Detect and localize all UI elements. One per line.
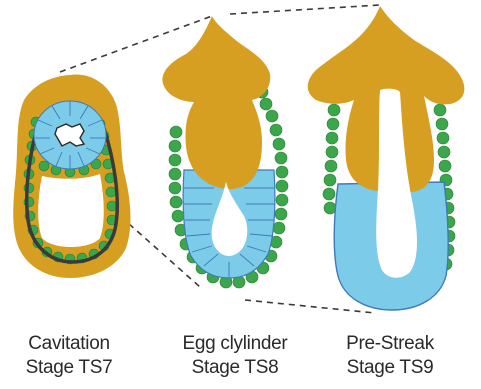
stage-label-ts9: Pre-Streak Stage TS9 — [320, 332, 460, 380]
stage-number-ts8: Stage TS8 — [160, 356, 310, 380]
embryo-ts7 — [13, 74, 130, 278]
stage-name-ts9: Pre-Streak — [320, 332, 460, 356]
stage-label-ts8: Egg clylinder Stage TS8 — [160, 332, 310, 380]
zoom-line-ts8-ts9-top — [230, 5, 380, 14]
stage-name-ts7: Cavitation — [0, 332, 138, 356]
stage-number-ts9: Stage TS9 — [320, 356, 460, 380]
zoom-line-ts8-ts9-bottom — [245, 300, 375, 313]
ts7-proamniotic-cavity — [55, 124, 84, 146]
embryo-ts8 — [162, 16, 288, 288]
embryo-ts9 — [308, 6, 465, 310]
stage-number-ts7: Stage TS7 — [0, 356, 138, 380]
stage-name-ts8: Egg clylinder — [160, 332, 310, 356]
stage-label-ts7: Cavitation Stage TS7 — [0, 332, 138, 380]
ts7-cavity — [38, 174, 104, 247]
